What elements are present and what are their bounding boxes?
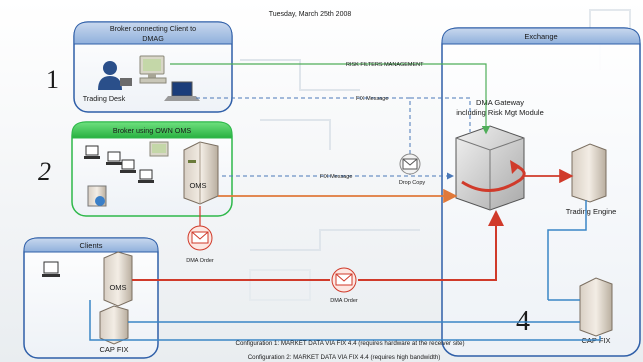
date-label: Tuesday, March 25th 2008 <box>269 11 352 18</box>
fix-message-flow-2: FIX Message <box>222 172 454 180</box>
fix-message-label: FIX Message <box>356 96 388 102</box>
trading-desk-label: Trading Desk <box>83 94 126 103</box>
server-icon <box>579 277 613 337</box>
fix-message-label: FIX Message <box>320 174 352 180</box>
client-order-flow: DMA Order <box>132 214 496 304</box>
trading-engine-label: Trading Engine <box>566 207 617 216</box>
section-clients: Clients OMS CAP FIX <box>23 237 159 359</box>
section-number-2: 2 <box>38 157 51 186</box>
section-title: Exchange <box>524 32 557 41</box>
dma-order-label: DMA Order <box>330 298 358 304</box>
desktop-icon <box>139 55 167 84</box>
risk-filters-flow: RISK FILTERS MANAGEMENT <box>170 62 491 135</box>
desktop-icon <box>42 261 60 277</box>
section-title: Broker using OWN OMS <box>113 126 191 135</box>
gateway-label-line1: DMA Gateway <box>476 98 524 107</box>
gateway-engine-flow <box>524 168 587 300</box>
server-icon <box>571 143 607 203</box>
config2-label: Configuration 2: MARKET DATA VIA FIX 4.4… <box>248 354 441 361</box>
drop-copy-label: Drop Copy <box>399 180 426 186</box>
gateway-server-icon <box>455 125 526 211</box>
envelope-icon <box>187 225 213 251</box>
risk-filters-label: RISK FILTERS MANAGEMENT <box>346 62 424 68</box>
section-title-line1: Broker connecting Client to <box>110 24 196 33</box>
section-exchange: Exchange DMA Gateway including Risk Mgt … <box>441 27 641 357</box>
gateway-label-line2: including Risk Mgt Module <box>456 108 544 117</box>
laptop-icon <box>164 81 200 101</box>
dma-order-label: DMA Order <box>186 258 214 264</box>
section-number-1: 1 <box>46 65 59 94</box>
config1-label: Configuration 1: MARKET DATA VIA FIX 4.4… <box>235 340 464 347</box>
envelope-icon <box>331 267 357 293</box>
section-title: Clients <box>80 241 103 250</box>
section-broker-dmag: Broker connecting Client to DMAG 1 Tradi… <box>46 21 233 113</box>
section-title-line2: DMAG <box>142 34 164 43</box>
client-oms-label: OMS <box>109 283 126 292</box>
globe-icon <box>87 185 107 207</box>
server-icon <box>99 305 129 345</box>
oms-order-flow: DMA Order <box>186 188 458 264</box>
client-capfix-label: CAP FIX <box>99 345 128 354</box>
section-broker-oms: Broker using OWN OMS 2 OMS <box>38 121 233 217</box>
oms-label: OMS <box>189 181 206 190</box>
drop-copy-flow: Drop Copy <box>399 153 426 186</box>
desktop-icon <box>84 141 169 183</box>
market-data-flows <box>89 299 601 341</box>
server-icon <box>103 251 133 307</box>
envelope-icon <box>399 153 421 175</box>
server-icon <box>183 141 219 205</box>
fix-message-flow-1: FIX Message <box>196 96 471 176</box>
person-icon <box>98 61 132 90</box>
